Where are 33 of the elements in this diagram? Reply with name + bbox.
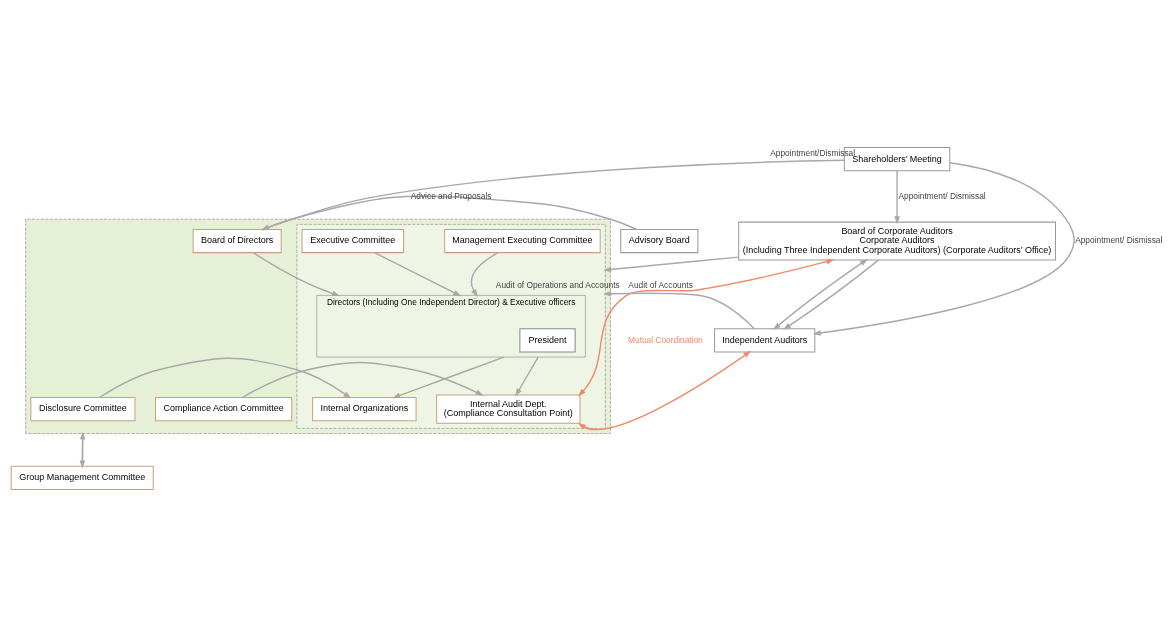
node-box: Group Management Committee (10, 465, 154, 490)
node-box: Compliance Action Committee (155, 397, 293, 422)
arrow (772, 258, 868, 330)
arrow (241, 361, 484, 399)
node-box: Board of Directors (192, 229, 282, 254)
arrow (373, 251, 462, 297)
edge-label: Appointment/ Dismissal (1075, 235, 1163, 246)
node-box: Advisory Board (620, 229, 699, 254)
arrow (515, 356, 539, 397)
node-box: Independent Auditors (714, 328, 816, 353)
edge-label: Audit of Operations and Accounts (495, 279, 620, 290)
arrow (392, 356, 505, 399)
arrow (578, 258, 835, 397)
node-box: Board of Corporate Auditors Corporate Auditors (Including Three Independent Corporate Auditors) (Corporate Auditors’ Office) (738, 221, 1056, 261)
arrow (252, 252, 341, 297)
arrow (894, 170, 900, 225)
arrow (603, 290, 756, 330)
node-box: Internal Audit Dept. (Compliance Consultation Point) (436, 394, 581, 424)
node-box: Executive Committee (301, 229, 405, 254)
node-box: Internal Organizations (312, 397, 417, 422)
arrow (470, 252, 499, 298)
edge-label: Mutual Coordination (628, 334, 703, 345)
edge-label: Audit of Accounts (628, 279, 693, 290)
arrow (782, 259, 880, 330)
arrow (603, 256, 740, 273)
arrow (577, 350, 752, 431)
arrow (98, 357, 352, 399)
arrow (812, 161, 1075, 336)
node-box: President (519, 328, 576, 353)
edge-label: Advice and Proposals (410, 190, 492, 201)
edge-label: Appointment/ Dismissal (898, 190, 986, 201)
node-box: Management Executing Committee (444, 229, 601, 254)
node-box: Disclosure Committee (30, 397, 136, 422)
